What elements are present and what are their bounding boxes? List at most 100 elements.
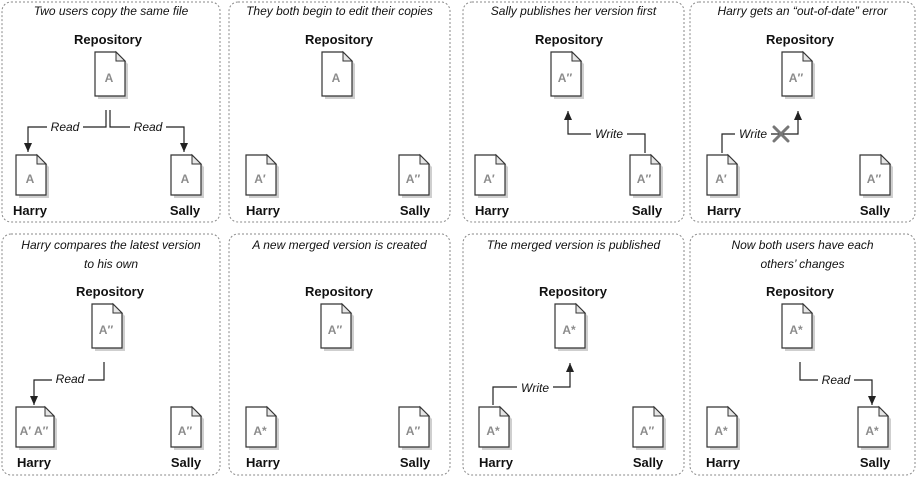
sally-version: A″ [178,424,193,438]
sally-label: Sally [632,203,663,218]
sally-version: A″ [406,424,421,438]
repository-document-icon: A [321,50,355,99]
harry-document-icon: A′ A″ [15,405,57,450]
blocked-cross-icon [772,125,790,143]
sally-version: A″ [637,172,652,186]
panel-frame [462,233,685,476]
harry-document-icon: A* [478,405,512,450]
harry-version: A* [486,424,500,438]
harry-document-icon: A [15,153,49,198]
arrow-label: Write [739,127,767,141]
sally-label: Sally [400,203,431,218]
harry-document-icon: A′ [474,153,508,198]
panel-2: They both begin to edit their copiesRepo… [228,1,451,223]
sally-label: Sally [860,203,891,218]
arrowhead-icon [564,111,572,120]
arrow-label: Write [595,127,623,141]
harry-document-icon: A* [706,405,740,450]
repository-label: Repository [74,32,143,47]
arrowhead-icon [24,143,32,152]
panel-caption: Now both users have each [731,238,873,252]
harry-label: Harry [17,455,52,470]
repository-document-icon: A″ [320,302,354,351]
harry-label: Harry [475,203,510,218]
sally-document-icon: A″ [398,405,432,450]
panel-caption: They both begin to edit their copies [246,4,433,18]
sally-label: Sally [860,455,891,470]
repository-version: A″ [789,71,804,85]
panel-caption: others’ changes [760,257,844,271]
panel-frame [689,1,916,223]
panel-caption: Harry compares the latest version [21,238,201,252]
panel-3: Sally publishes her version firstReposit… [462,1,685,223]
harry-label: Harry [246,455,281,470]
sally-document-icon: A* [857,405,891,450]
repository-label: Repository [539,284,608,299]
arrow-label: Read [56,372,85,386]
read-arrow: Read [24,110,107,152]
arrowhead-icon [566,363,574,372]
panel-caption: Sally publishes her version first [491,4,657,18]
repository-label: Repository [766,284,835,299]
sally-label: Sally [400,455,431,470]
repository-document-icon: A* [781,302,815,351]
panel-frame [1,233,221,476]
repository-label: Repository [766,32,835,47]
repository-version: A″ [328,323,343,337]
harry-label: Harry [706,455,741,470]
repository-label: Repository [76,284,145,299]
panel-7: The merged version is publishedRepositor… [462,233,685,476]
sally-document-icon: A [170,153,204,198]
harry-label: Harry [246,203,281,218]
repository-document-icon: A [94,50,128,99]
sally-version: A″ [406,172,421,186]
harry-version: A′ [254,172,266,186]
arrowhead-icon [868,396,876,405]
repository-version: A″ [99,323,114,337]
arrow-label: Write [521,381,549,395]
sally-document-icon: A″ [170,405,204,450]
sally-document-icon: A″ [859,153,893,198]
sally-label: Sally [170,203,201,218]
panel-8: Now both users have each others’ changesR… [689,233,916,476]
sally-version: A [181,172,190,186]
arrow-label: Read [134,120,163,134]
repository-document-icon: A″ [550,50,584,99]
write-arrow: Write [564,111,646,153]
harry-version: A* [253,424,267,438]
repository-document-icon: A″ [781,50,815,99]
repository-document-icon: A* [554,302,588,351]
harry-document-icon: A′ [706,153,740,198]
arrow-label: Read [51,120,80,134]
harry-version: A* [714,424,728,438]
repository-label: Repository [305,284,374,299]
read-arrow: Read [109,110,188,152]
harry-label: Harry [479,455,514,470]
sally-version: A″ [640,424,655,438]
harry-label: Harry [707,203,742,218]
harry-version: A′ [715,172,727,186]
panel-frame [228,1,451,223]
panel-4: Harry gets an “out-of-date” errorReposit… [689,1,916,223]
harry-document-icon: A* [245,405,279,450]
arrowhead-icon [30,396,38,405]
repository-version: A* [789,323,803,337]
sally-version: A* [865,424,879,438]
repository-label: Repository [305,32,374,47]
panel-caption: to his own [84,257,138,271]
sally-document-icon: A″ [398,153,432,198]
panel-caption: Two users copy the same file [34,4,189,18]
read-arrow: Read [30,362,105,405]
panel-frame [462,1,685,223]
harry-version: A′ [483,172,495,186]
panel-frame [228,233,451,476]
panel-frame [1,1,221,223]
sally-document-icon: A″ [629,153,663,198]
harry-version: A [26,172,35,186]
repository-label: Repository [535,32,604,47]
sally-label: Sally [633,455,664,470]
write-arrow: Write [721,111,802,153]
panel-caption: The merged version is published [487,238,661,252]
